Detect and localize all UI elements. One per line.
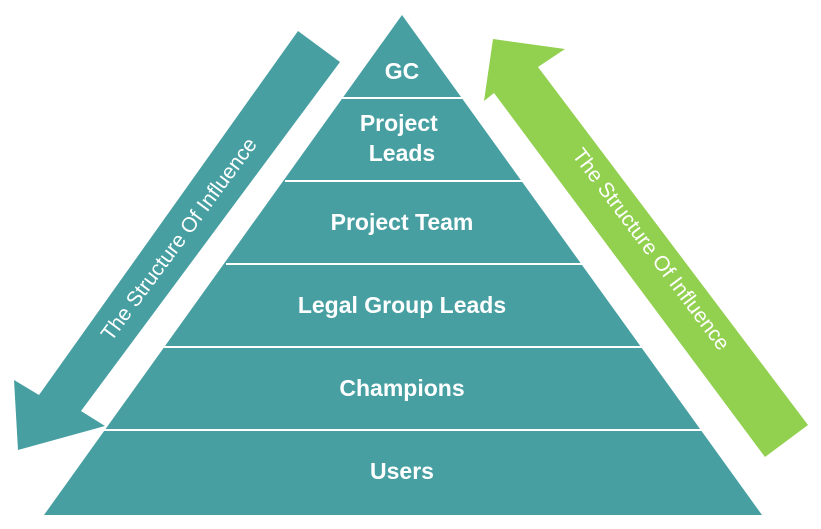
level-legal-group-leads: Legal Group Leads	[298, 292, 506, 318]
pyramid: GC Project Leads Project Team Legal Grou…	[44, 15, 762, 515]
arrow-down-shape	[14, 31, 340, 450]
level-project-leads: Project Leads	[360, 110, 444, 166]
level-project-team: Project Team	[331, 209, 474, 235]
level-gc: GC	[385, 58, 420, 84]
arrow-up-shape	[484, 39, 808, 457]
level-users: Users	[370, 458, 434, 484]
level-champions: Champions	[339, 375, 464, 401]
level-project-leads-line-2: Leads	[369, 140, 435, 166]
level-project-leads-line-1: Project	[360, 110, 438, 136]
